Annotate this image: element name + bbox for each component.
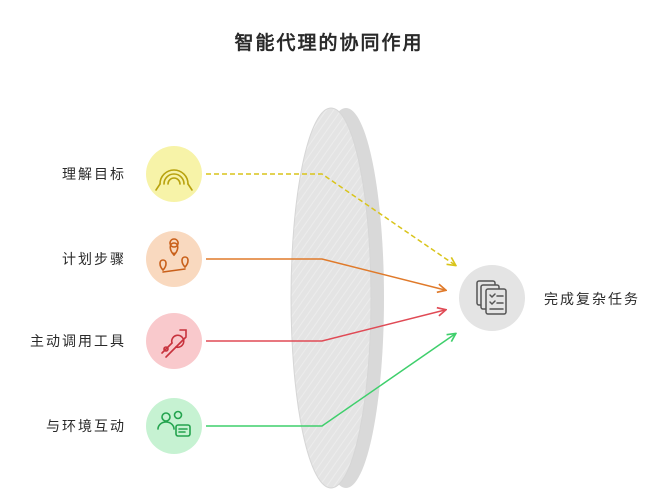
lens-shape (290, 107, 384, 489)
node-complete-task (459, 265, 525, 331)
tools-icon (161, 329, 187, 358)
connector-tools (206, 310, 445, 342)
label-use-tools: 主动调用工具 (30, 334, 126, 350)
label-complete-task: 完成复杂任务 (544, 292, 640, 308)
users-chat-icon (157, 410, 191, 437)
rainbow-icon (155, 169, 193, 191)
diagram-title: 智能代理的协同作用 (234, 32, 424, 54)
node-plan-steps (146, 231, 202, 287)
node-use-tools (146, 313, 202, 369)
label-interact-environment: 与环境互动 (46, 419, 126, 435)
node-interact-environment (146, 398, 202, 454)
documents-checklist-icon (476, 280, 507, 315)
label-plan-steps: 计划步骤 (62, 252, 126, 268)
connector-understand (206, 173, 455, 265)
connector-plan (206, 258, 445, 290)
label-understand-goal: 理解目标 (62, 167, 126, 183)
connector-environment (206, 334, 455, 427)
node-understand-goal (146, 146, 202, 202)
route-pins-icon (159, 238, 189, 273)
